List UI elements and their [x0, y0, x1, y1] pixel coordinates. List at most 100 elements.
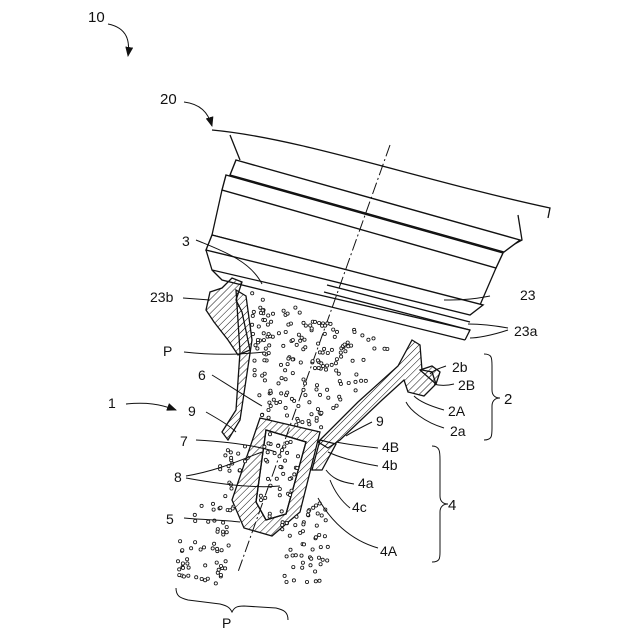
powder-dot [353, 330, 356, 333]
powder-dot [335, 369, 338, 372]
powder-dot [308, 423, 311, 426]
powder-dot [199, 548, 202, 551]
powder-dot [325, 364, 328, 367]
label-P-bottom: P [222, 615, 231, 631]
powder-dot [259, 494, 262, 497]
powder-dot [318, 579, 321, 582]
powder-dot [320, 411, 323, 414]
powder-dot [186, 562, 189, 565]
powder-dot [344, 350, 347, 353]
powder-dot [324, 519, 327, 522]
powder-dot [317, 342, 320, 345]
powder-dot [308, 401, 311, 404]
powder-dot [310, 327, 313, 330]
powder-dot [181, 549, 184, 552]
powder-dot [268, 515, 271, 518]
powder-dot [315, 384, 318, 387]
powder-dot [254, 344, 257, 347]
powder-dot [279, 363, 282, 366]
powder-dot [264, 458, 267, 461]
powder-dot [256, 347, 259, 350]
powder-dot [310, 557, 313, 560]
powder-dot [286, 451, 289, 454]
powder-dot [216, 547, 219, 550]
powder-dot [224, 454, 227, 457]
powder-dot [320, 426, 323, 429]
powder-dot [296, 455, 299, 458]
powder-dot [252, 310, 255, 313]
powder-dot [271, 312, 274, 315]
powder-dot [230, 487, 233, 490]
powder-dot [228, 469, 231, 472]
powder-dot [253, 374, 256, 377]
powder-dot [338, 380, 341, 383]
powder-dot [346, 341, 349, 344]
powder-dot [354, 389, 357, 392]
powder-dot [267, 442, 270, 445]
powder-dot [277, 382, 280, 385]
powder-dot [211, 547, 214, 550]
container-body [206, 130, 550, 340]
powder-dot [178, 574, 181, 577]
powder-dot [259, 306, 262, 309]
powder-dot [314, 536, 317, 539]
powder-dot [261, 374, 264, 377]
powder-dot [302, 388, 305, 391]
powder-dot [316, 512, 319, 515]
powder-dot [200, 577, 203, 580]
label-2a: 2a [450, 423, 466, 439]
powder-dot [289, 440, 292, 443]
label-9-right: 9 [376, 413, 384, 429]
powder-dot [264, 496, 267, 499]
powder-dot [259, 499, 262, 502]
powder-dot [339, 351, 342, 354]
label-3: 3 [182, 233, 190, 249]
powder-dot [251, 292, 254, 295]
powder-dot [229, 451, 232, 454]
powder-dot [303, 382, 306, 385]
powder-dot [176, 560, 179, 563]
powder-dot [269, 404, 272, 407]
powder-dot [237, 452, 240, 455]
powder-dot [323, 347, 326, 350]
label-2: 2 [504, 391, 512, 408]
powder-dot [263, 379, 266, 382]
powder-dot [187, 574, 190, 577]
powder-dot [277, 332, 280, 335]
powder-dot [182, 575, 185, 578]
powder-dot [301, 561, 304, 564]
powder-dot [292, 566, 295, 569]
powder-dot [216, 530, 219, 533]
powder-dot [262, 332, 265, 335]
powder-dot [307, 510, 310, 513]
powder-dot [253, 369, 256, 372]
device-arrow [126, 403, 176, 410]
powder-dot [297, 333, 300, 336]
powder-dot [269, 389, 272, 392]
powder-dot [324, 368, 327, 371]
powder-dot [294, 306, 297, 309]
powder-dot [297, 419, 300, 422]
powder-dot [317, 556, 320, 559]
powder-dot [315, 388, 318, 391]
powder-dot [266, 323, 269, 326]
powder-dot [282, 309, 285, 312]
label-4A: 4A [380, 543, 398, 559]
powder-dot [360, 379, 363, 382]
powder-dot [287, 357, 290, 360]
powder-dot [181, 562, 184, 565]
powder-dot [300, 554, 303, 557]
powder-dot [298, 311, 301, 314]
powder-dot [316, 359, 319, 362]
powder-dot [337, 372, 340, 375]
powder-dot [327, 396, 330, 399]
powder-dot [284, 406, 287, 409]
nozzle [232, 418, 336, 536]
label-4c: 4c [352, 499, 367, 515]
powder-dot [280, 392, 283, 395]
powder-dot [258, 394, 261, 397]
powder-dot [214, 582, 217, 585]
powder-dot [206, 577, 209, 580]
